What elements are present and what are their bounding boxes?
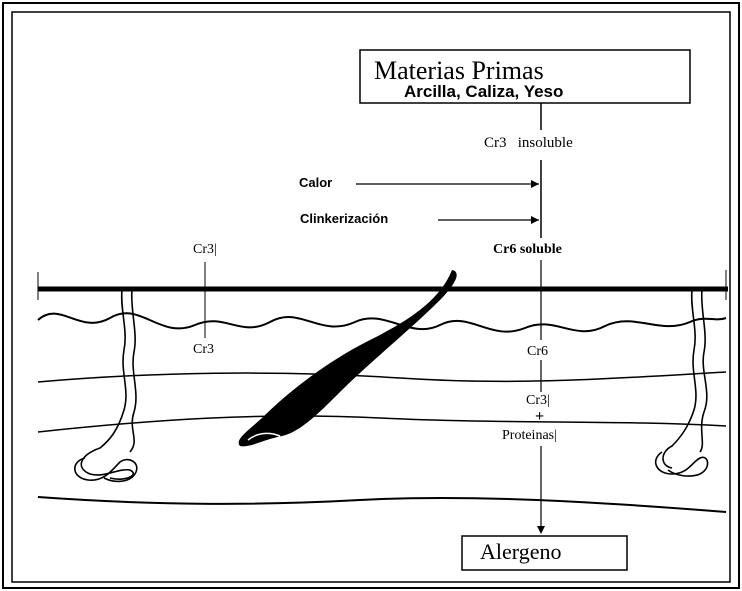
plus-sign: +: [535, 409, 544, 425]
cr3-bottom-left-label: Cr3: [193, 343, 214, 357]
dermal-junction: [38, 313, 726, 331]
heat-label: Calor: [299, 176, 332, 189]
lower-dermis-line: [38, 416, 726, 432]
cr3-insoluble-label: Cr3 insoluble: [484, 136, 573, 151]
cr3-reduced-label: Cr3|: [526, 394, 550, 408]
cr6-soluble-label: Cr6 soluble: [493, 243, 562, 257]
clinkerization-label: Clinkerización: [300, 212, 388, 225]
dermis-line: [38, 372, 726, 382]
proteins-label: Proteinas|: [502, 429, 557, 443]
raw-materials-title: Materias Primas: [374, 58, 544, 84]
allergen-arrow-head: [537, 526, 545, 534]
cr3-top-left-label: Cr3|: [193, 243, 217, 257]
cr6-dermis-label: Cr6: [527, 345, 548, 359]
heat-arrow-head: [531, 180, 539, 188]
sweat-gland-right: [663, 289, 707, 468]
clinkerization-arrow-head: [531, 216, 539, 224]
raw-materials-subtitle: Arcilla, Caliza, Yeso: [404, 83, 563, 100]
allergen-label: Alergeno: [480, 541, 561, 563]
subcutaneous-line: [38, 497, 726, 512]
sweat-gland-left: [81, 289, 136, 479]
